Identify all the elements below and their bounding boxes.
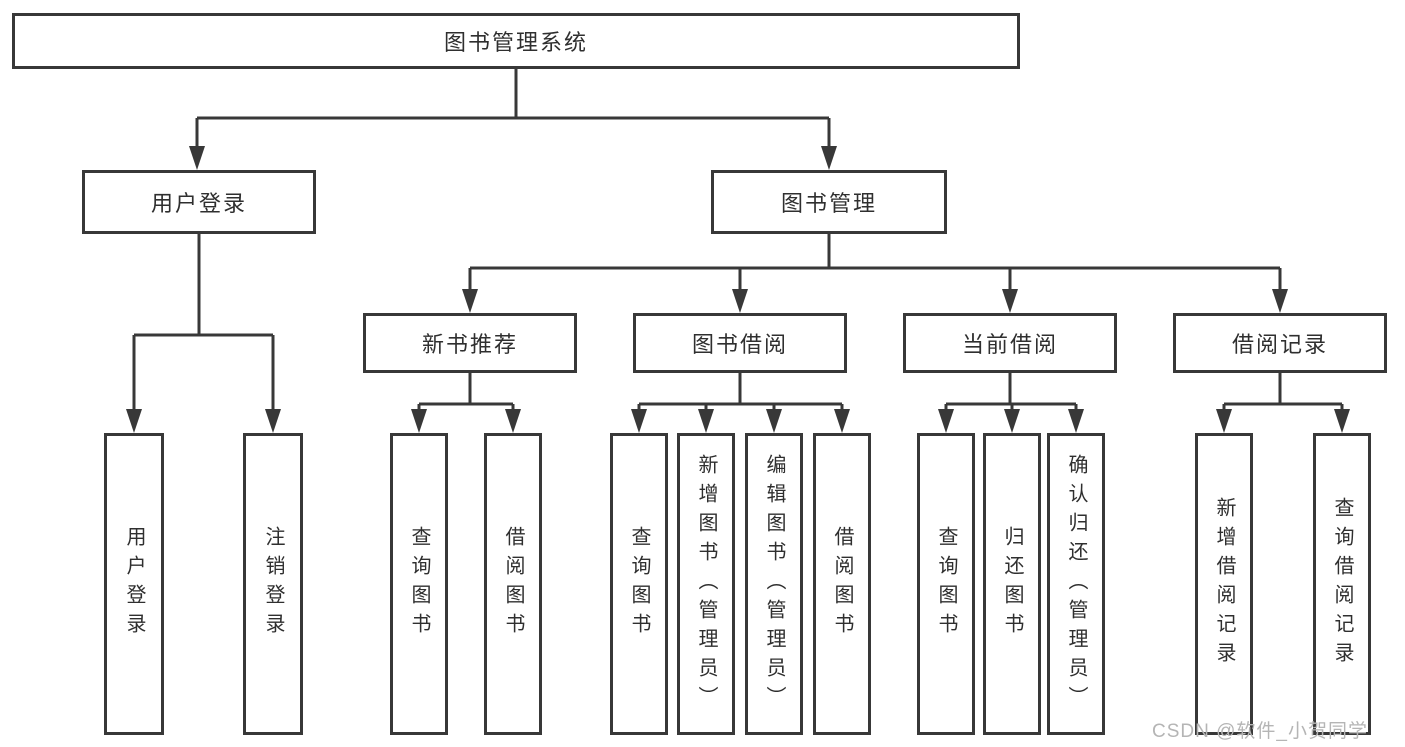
connector-new-book-recommend: [417, 373, 515, 411]
watermark: CSDN @软件_小贺同学: [1152, 721, 1368, 742]
node-borrow-records-label: 借阅记录: [1231, 332, 1328, 357]
leaf-query-books-borrow: 查询图书: [610, 433, 668, 735]
leaf-user-login: 用户登录: [104, 433, 164, 735]
leaf-confirm-return-admin: 确认归还（管理员）: [1047, 433, 1105, 735]
node-book-management-label: 图书管理: [780, 191, 877, 216]
leaf-borrow-books-borrow-label: 借阅图书: [831, 526, 853, 642]
node-root-system: 图书管理系统: [12, 13, 1020, 69]
leaf-return-books: 归还图书: [983, 433, 1041, 735]
leaf-add-books-admin: 新增图书（管理员）: [677, 433, 735, 735]
connector-root: [195, 68, 831, 148]
leaf-query-books-borrow-label: 查询图书: [628, 526, 650, 642]
leaf-query-books-current-label: 查询图书: [935, 526, 957, 642]
connector-book-management: [468, 234, 1282, 291]
node-current-borrow-label: 当前借阅: [961, 332, 1058, 357]
leaf-query-books-current: 查询图书: [917, 433, 975, 735]
node-new-book-recommend: 新书推荐: [363, 313, 577, 373]
node-book-borrow: 图书借阅: [633, 313, 847, 373]
connector-user-login: [132, 234, 275, 411]
leaf-borrow-books-borrow: 借阅图书: [813, 433, 871, 735]
leaf-confirm-return-admin-label: 确认归还（管理员）: [1065, 453, 1087, 715]
node-new-book-recommend-label: 新书推荐: [421, 332, 518, 357]
leaf-return-books-label: 归还图书: [1001, 526, 1023, 642]
leaf-edit-books-admin-label: 编辑图书（管理员）: [763, 453, 785, 715]
leaf-borrow-books-recommend-label: 借阅图书: [502, 526, 524, 642]
leaf-logout-login: 注销登录: [243, 433, 303, 735]
node-root-system-label: 图书管理系统: [443, 30, 588, 55]
leaf-query-books-recommend: 查询图书: [390, 433, 448, 735]
leaf-query-books-recommend-label: 查询图书: [408, 526, 430, 642]
leaf-user-login-label: 用户登录: [123, 526, 145, 642]
node-current-borrow: 当前借阅: [903, 313, 1117, 373]
connector-current-borrow: [944, 373, 1078, 411]
connector-borrow-records: [1222, 373, 1344, 411]
leaf-query-borrow-record-label: 查询借阅记录: [1331, 497, 1353, 671]
leaf-logout-login-label: 注销登录: [262, 526, 284, 642]
leaf-add-books-admin-label: 新增图书（管理员）: [695, 453, 717, 715]
node-borrow-records: 借阅记录: [1173, 313, 1387, 373]
node-user-login: 用户登录: [82, 170, 316, 234]
leaf-borrow-books-recommend: 借阅图书: [484, 433, 542, 735]
node-book-borrow-label: 图书借阅: [691, 332, 788, 357]
leaf-query-borrow-record: 查询借阅记录: [1313, 433, 1371, 735]
node-user-login-label: 用户登录: [150, 191, 247, 216]
connector-book-borrow: [637, 373, 844, 411]
node-book-management: 图书管理: [711, 170, 947, 234]
leaf-add-borrow-record: 新增借阅记录: [1195, 433, 1253, 735]
leaf-add-borrow-record-label: 新增借阅记录: [1213, 497, 1235, 671]
leaf-edit-books-admin: 编辑图书（管理员）: [745, 433, 803, 735]
